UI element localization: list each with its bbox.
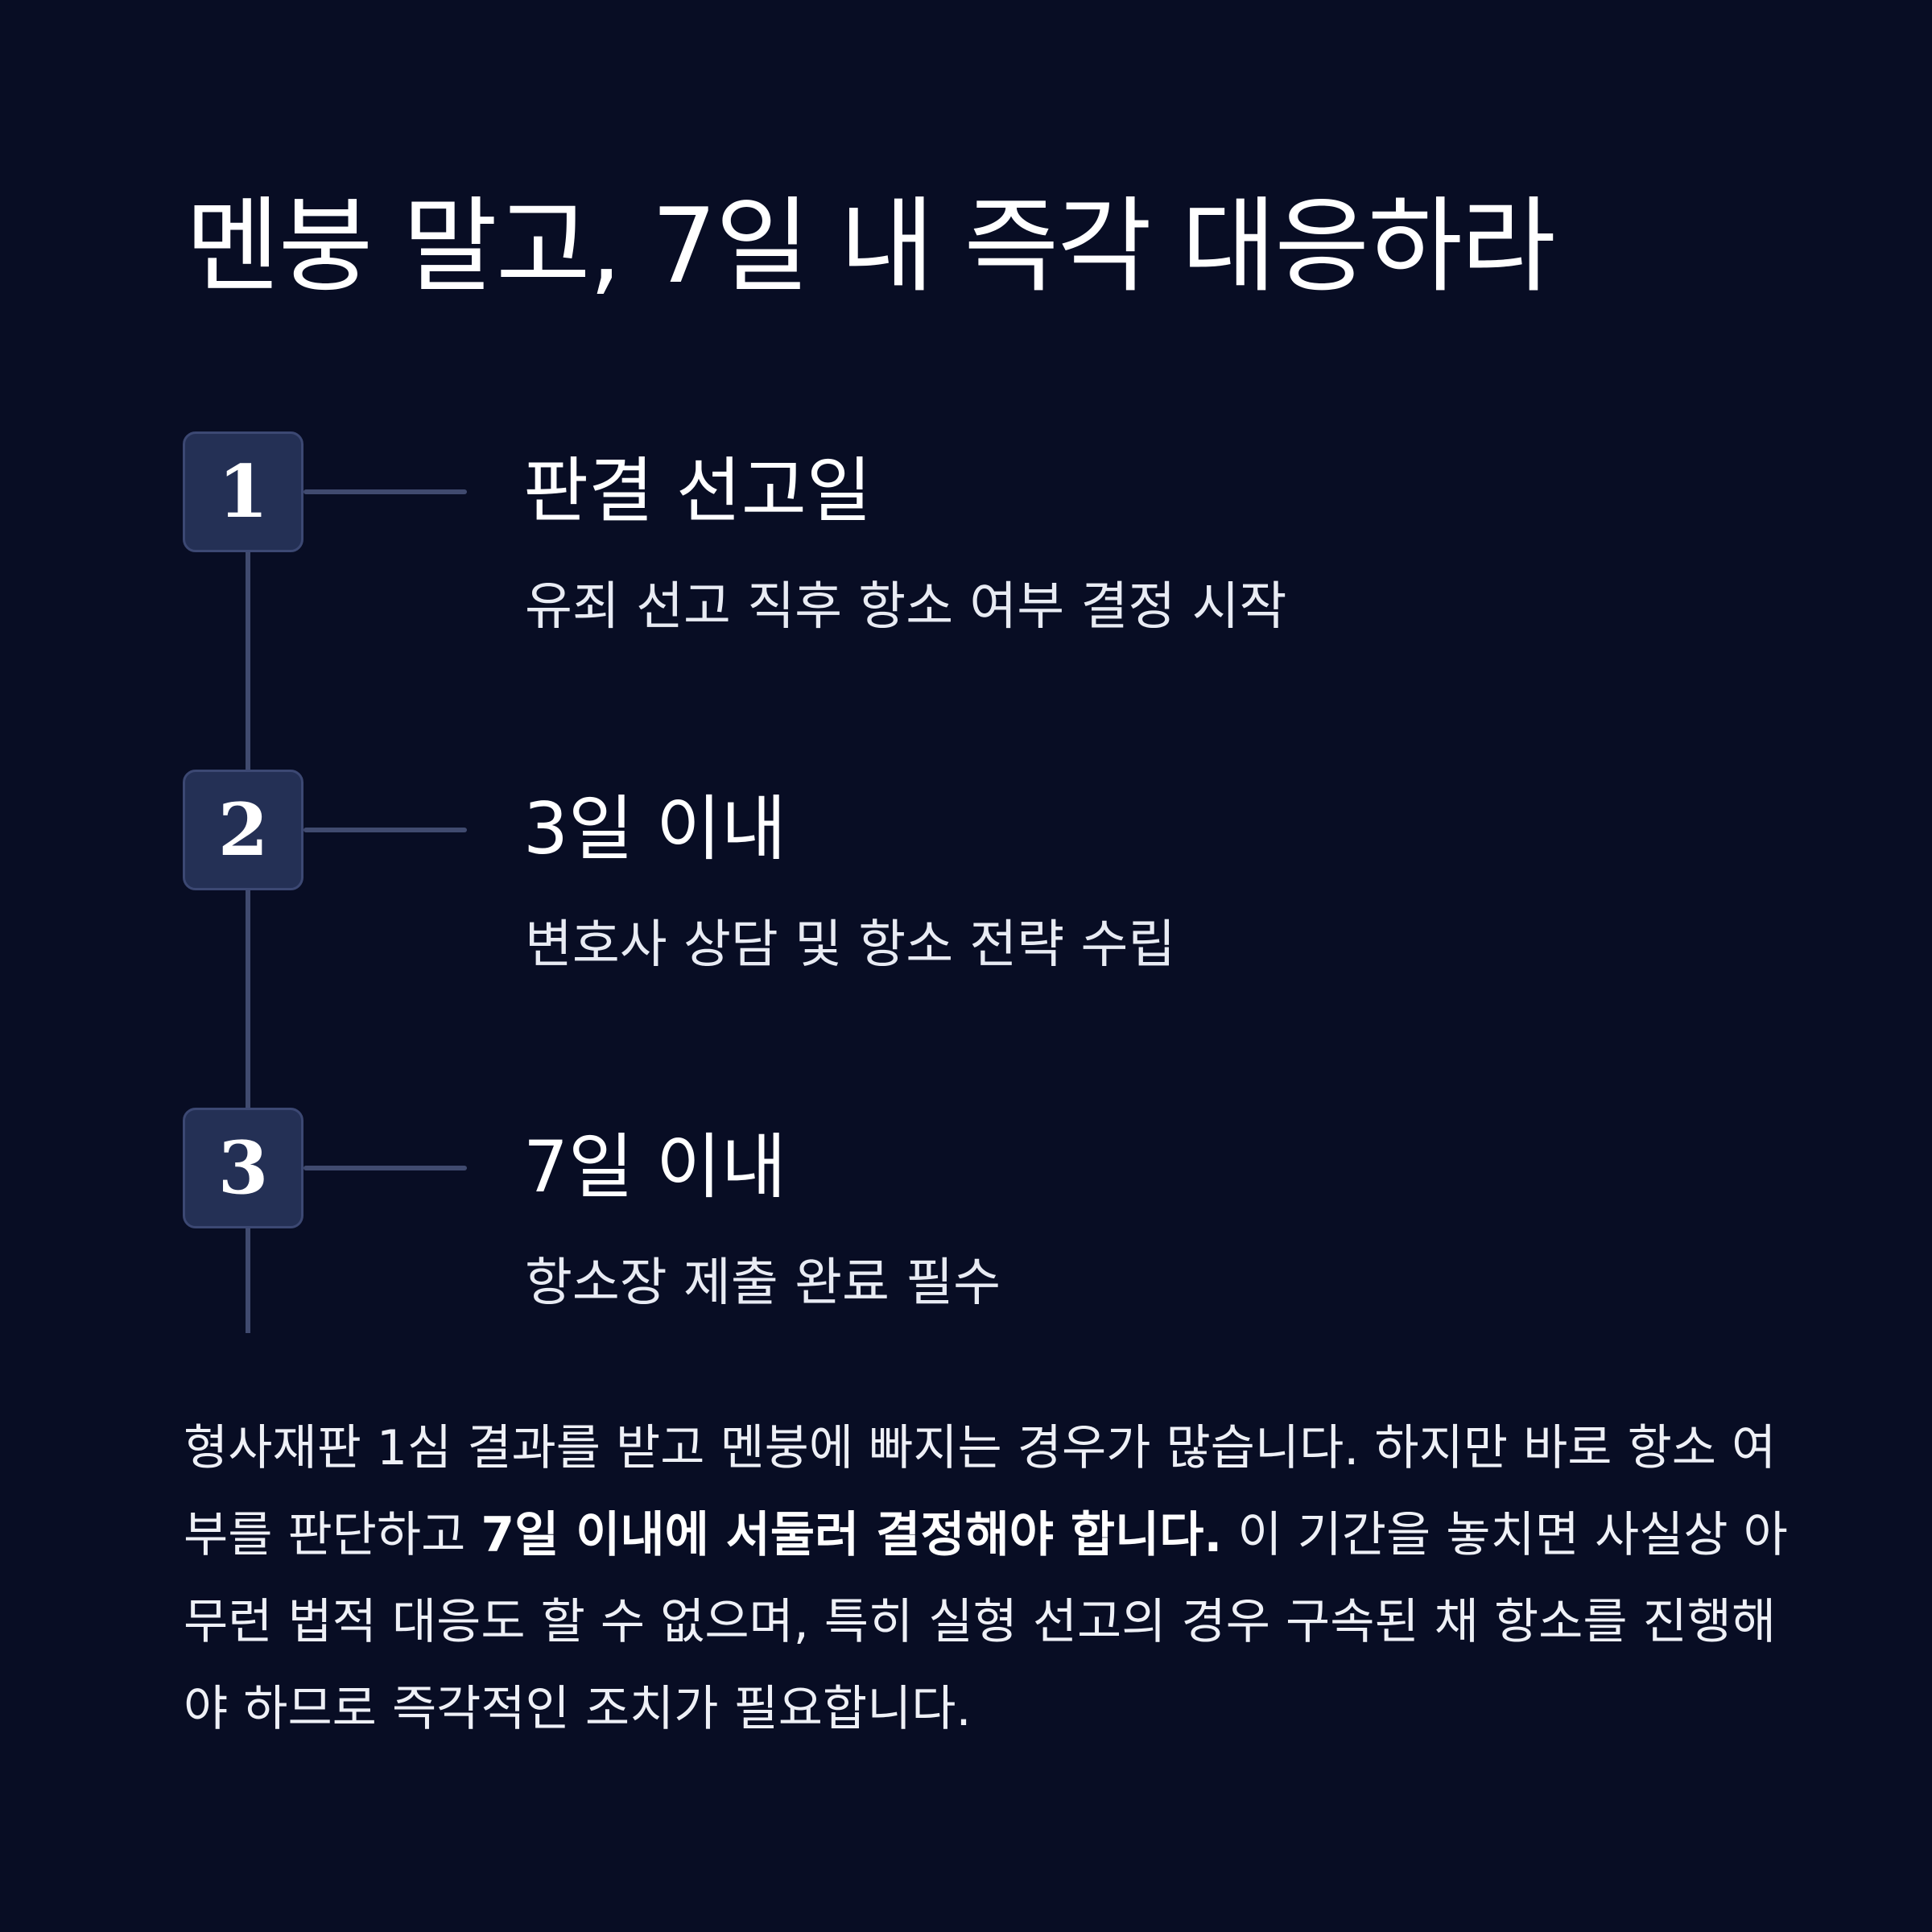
step-3-title: 7일 이내 [523,1125,786,1208]
body-text-emphasis: 7일 이내에 서둘러 결정해야 합니다. [481,1507,1223,1563]
timeline-line [246,552,250,1333]
step-2-number-badge: 2 [183,770,303,890]
body-paragraph: 형사재판 1심 결과를 받고 멘붕에 빠지는 경우가 많습니다. 하지만 바로 … [184,1405,1794,1752]
step-3-number-badge: 3 [183,1108,303,1228]
step-1-number-badge: 1 [183,431,303,552]
page-title: 멘붕 말고, 7일 내 즉각 대응하라 [185,187,1556,307]
step-1-connector [303,489,467,494]
step-1-description: 유죄 선고 직후 항소 여부 결정 시작 [525,577,1287,637]
step-2-description: 변호사 상담 및 항소 전략 수립 [525,915,1176,975]
step-3-description: 항소장 제출 완료 필수 [525,1253,1001,1313]
body-text-part-1: 형사재판 1심 결과를 받고 멘붕에 빠지는 경우가 많습니다. 하지만 바로 … [184,1420,1777,1563]
body-text-part-2: 이 기간을 놓치면 사실상 아무런 법적 대응도 할 수 없으며, 특히 실형 … [184,1507,1788,1737]
step-3-connector [303,1166,467,1170]
step-2-connector [303,828,467,832]
step-1-title: 판결 선고일 [523,449,872,532]
step-2-title: 3일 이내 [523,787,786,870]
